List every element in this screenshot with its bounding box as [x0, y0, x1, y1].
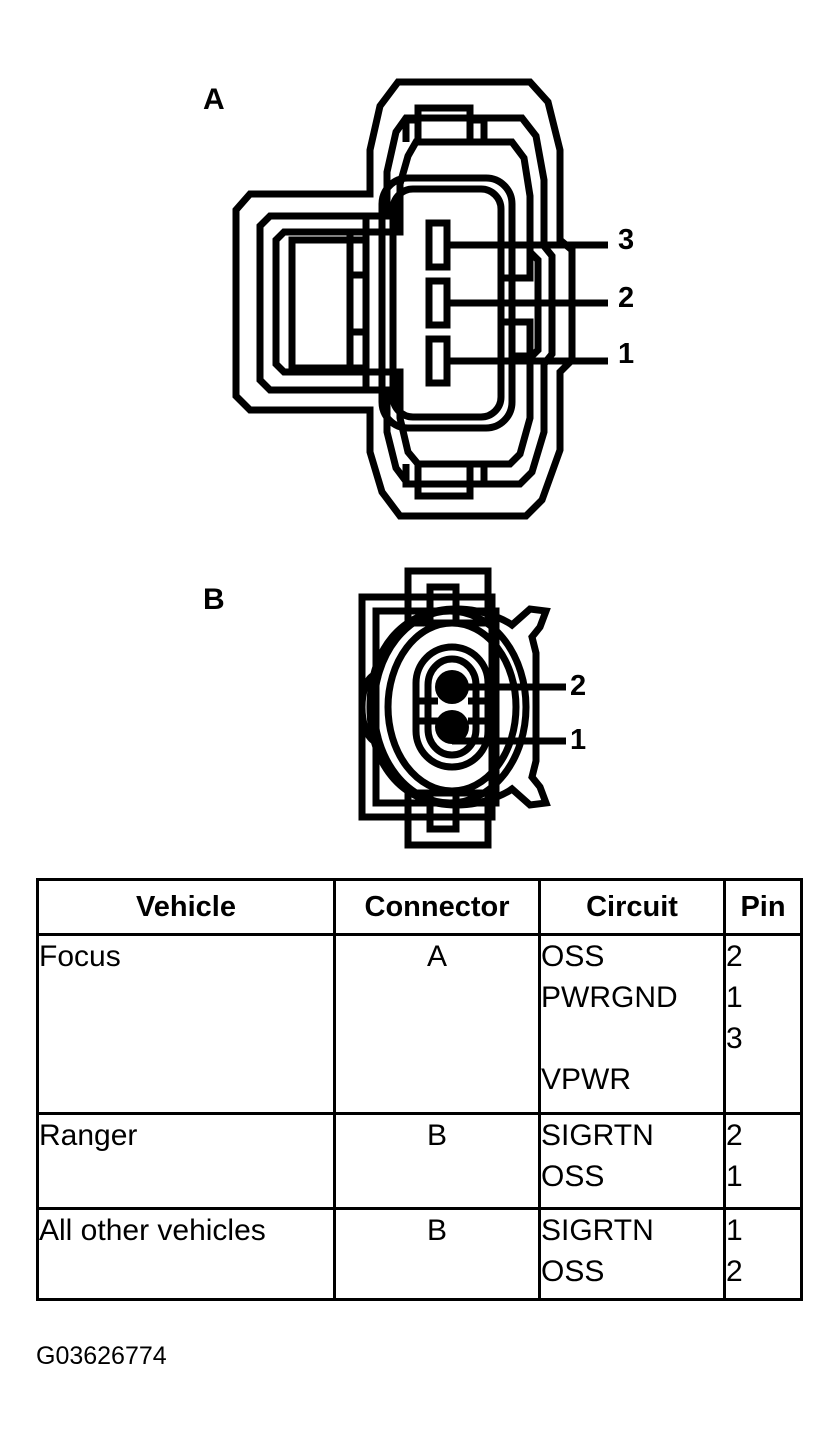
- cell-vehicle: All other vehicles: [36, 1207, 336, 1301]
- cell-circuit: SIGRTN OSS: [538, 1207, 726, 1301]
- column-header-connector: Connector: [333, 878, 541, 936]
- connector-a-label: A: [203, 83, 225, 116]
- table-row: Focus A OSS PWRGND VPWR 2 1 3: [36, 933, 803, 1115]
- column-header-pin: Pin: [723, 878, 803, 936]
- cell-vehicle: Ranger: [36, 1112, 336, 1210]
- cell-connector: A: [333, 933, 541, 1115]
- cell-connector: B: [333, 1207, 541, 1301]
- cell-pin: 2 1: [723, 1112, 803, 1210]
- cell-connector: B: [333, 1112, 541, 1210]
- cell-circuit: OSS PWRGND VPWR: [538, 933, 726, 1115]
- connector-pin-table: Vehicle Connector Circuit Pin Focus A OS…: [36, 878, 803, 1301]
- table-header-row: Vehicle Connector Circuit Pin: [36, 878, 803, 936]
- connector-b-pin-1-label: 1: [570, 724, 587, 756]
- connector-b-label: B: [203, 583, 225, 616]
- cell-circuit: SIGRTN OSS: [538, 1112, 726, 1210]
- column-header-vehicle: Vehicle: [36, 878, 336, 936]
- table-row: All other vehicles B SIGRTN OSS 1 2: [36, 1207, 803, 1301]
- connector-a-diagram: [232, 78, 608, 520]
- cell-pin: 1 2: [723, 1207, 803, 1301]
- column-header-circuit: Circuit: [538, 878, 726, 936]
- table-row: Ranger B SIGRTN OSS 2 1: [36, 1112, 803, 1210]
- connector-a-pin-1-label: 1: [618, 338, 635, 370]
- figure-code: G03626774: [36, 1342, 167, 1370]
- connector-b-diagram: [358, 567, 566, 849]
- cell-pin: 2 1 3: [723, 933, 803, 1115]
- connector-a-pin-3-label: 3: [618, 224, 635, 256]
- connector-b-pin-2-label: 2: [570, 670, 587, 702]
- connector-a-pin-2-label: 2: [618, 282, 635, 314]
- cell-vehicle: Focus: [36, 933, 336, 1115]
